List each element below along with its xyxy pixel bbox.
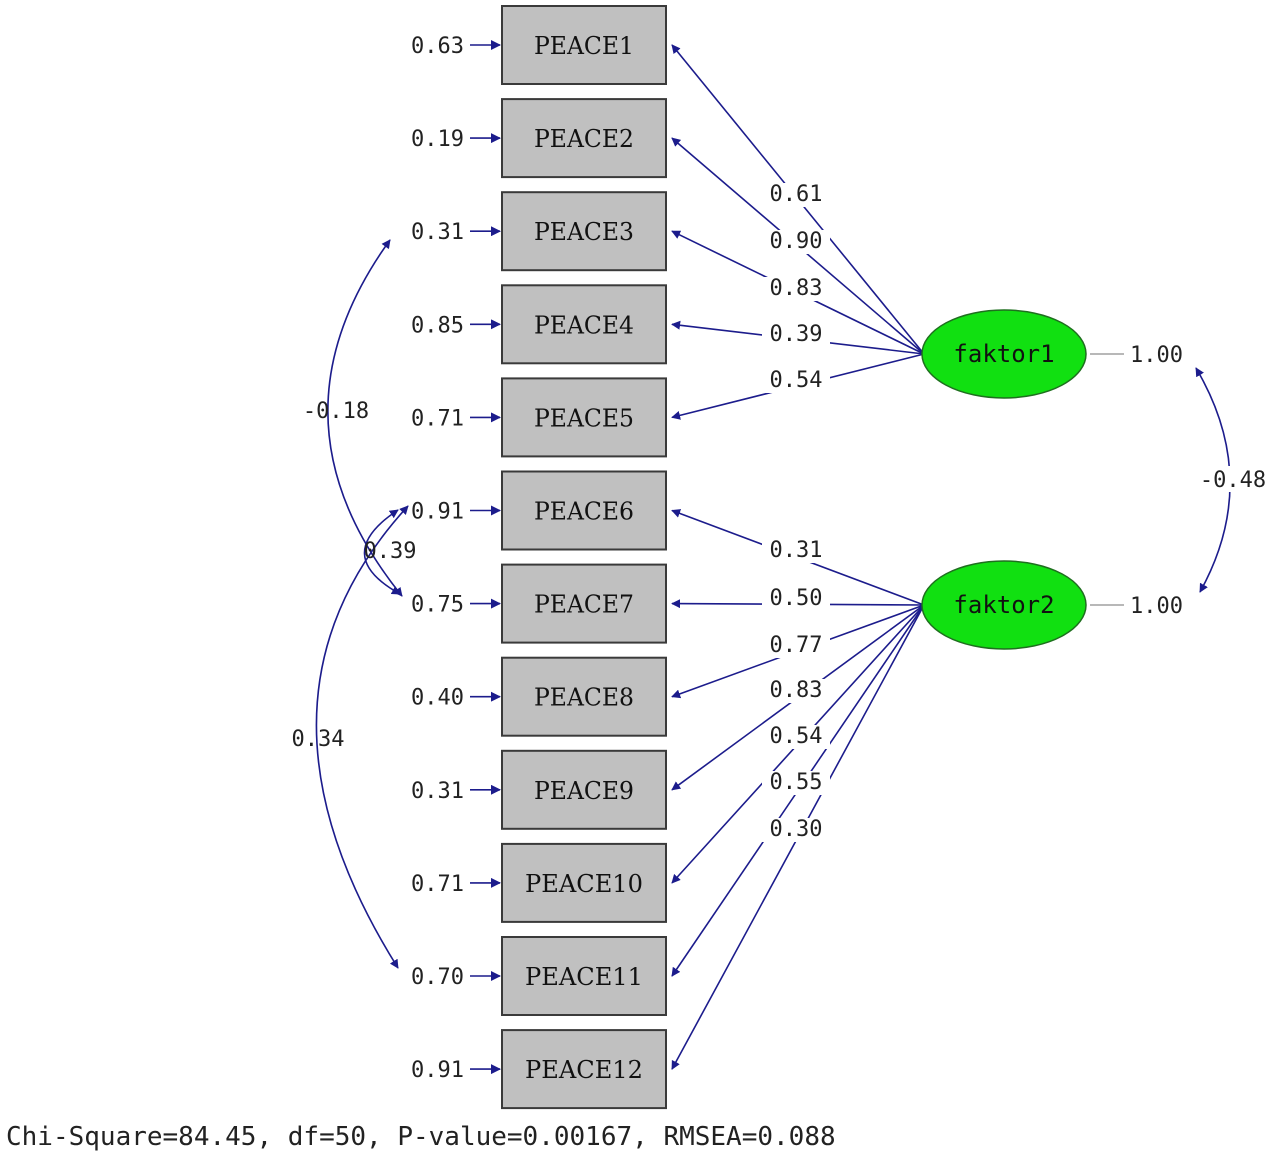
loading-label: 0.83: [770, 678, 823, 703]
indicator-label: PEACE8: [534, 684, 634, 712]
error-covariance-label: 0.39: [364, 539, 417, 564]
indicator-label: PEACE3: [534, 218, 634, 246]
indicator-box-peace9: [501, 749, 667, 830]
indicator-label: PEACE2: [534, 125, 634, 153]
indicator-box-peace10: [501, 842, 667, 923]
loading-label-bg: [762, 183, 830, 207]
error-covariance-arrow: [327, 239, 403, 597]
error-variance-label: 0.75: [411, 593, 464, 618]
indicator-label: PEACE9: [534, 777, 634, 805]
loading-label: 0.50: [770, 586, 823, 611]
error-covariance-label: -0.18: [303, 399, 369, 424]
error-variance-label: 0.71: [411, 406, 464, 431]
indicator-label: PEACE5: [534, 404, 634, 432]
error-variance-label: 0.91: [411, 500, 464, 525]
indicator-label: PEACE1: [534, 32, 634, 60]
loading-label-bg: [762, 725, 830, 749]
indicator-box-peace2: [501, 98, 667, 179]
error-variance-label: 0.71: [411, 872, 464, 897]
loading-label: 0.61: [770, 182, 823, 207]
indicator-box-peace8: [501, 656, 667, 737]
factor-covariance-bg: [1194, 466, 1274, 492]
loading-label: 0.30: [770, 817, 823, 842]
indicator-box-peace4: [501, 284, 667, 365]
indicator-label: PEACE6: [534, 498, 634, 526]
indicator-box-peace12: [501, 1029, 667, 1110]
error-variance-label: 0.19: [411, 127, 464, 152]
loading-label-bg: [762, 230, 830, 254]
loading-label: 0.54: [770, 724, 823, 749]
error-covariance-arrow: [363, 509, 401, 595]
loading-label-bg: [762, 818, 830, 842]
error-variance-label: 0.70: [411, 965, 464, 990]
indicator-label: PEACE10: [525, 870, 643, 898]
factor-covariance-label: -0.48: [1200, 468, 1266, 493]
indicator-box-peace7: [501, 563, 667, 644]
loading-label: 0.77: [770, 633, 823, 658]
loading-label: 0.55: [770, 770, 823, 795]
indicator-label: PEACE7: [534, 591, 634, 619]
loading-label: 0.90: [770, 229, 823, 254]
loading-label-bg: [762, 679, 830, 703]
indicator-box-peace11: [501, 936, 667, 1016]
indicator-box-peace6: [501, 470, 667, 551]
indicator-box-peace1: [501, 5, 667, 85]
loading-label: 0.54: [770, 368, 823, 393]
loading-label-bg: [762, 277, 830, 301]
loading-label-bg: [762, 323, 830, 347]
loading-label-bg: [762, 634, 830, 658]
loading-label-bg: [762, 539, 830, 563]
latent-label: faktor2: [953, 591, 1054, 619]
error-variance-label: 0.91: [411, 1058, 464, 1083]
error-variance-label: 0.31: [411, 779, 464, 804]
indicator-label: PEACE11: [525, 963, 643, 991]
loading-label-bg: [762, 587, 830, 611]
error-variance-label: 0.31: [411, 220, 464, 245]
latent-faktor1: [921, 309, 1087, 399]
loading-label: 0.83: [770, 276, 823, 301]
loading-label: 0.31: [770, 538, 823, 563]
error-covariance-label: 0.34: [292, 727, 345, 752]
latent-label: faktor1: [953, 340, 1054, 368]
loading-label-bg: [762, 771, 830, 795]
label-layer: PEACE10.63PEACE20.19PEACE30.31PEACE40.85…: [292, 32, 1274, 1084]
error-variance-label: 0.40: [411, 686, 464, 711]
indicator-label: PEACE12: [525, 1056, 643, 1084]
latent-variance-label: 1.00: [1130, 343, 1183, 368]
fit-statistics: Chi-Square=84.45, df=50, P-value=0.00167…: [6, 1122, 836, 1152]
latent-faktor2: [921, 560, 1087, 650]
error-variance-label: 0.85: [411, 313, 464, 338]
error-variance-label: 0.63: [411, 34, 464, 59]
indicator-label: PEACE4: [534, 311, 634, 339]
indicator-box-peace5: [501, 377, 667, 458]
indicator-box-peace3: [501, 191, 667, 272]
loading-label-bg: [762, 369, 830, 393]
node-layer: [501, 5, 1087, 1110]
latent-variance-label: 1.00: [1130, 594, 1183, 619]
loading-label: 0.39: [770, 322, 823, 347]
